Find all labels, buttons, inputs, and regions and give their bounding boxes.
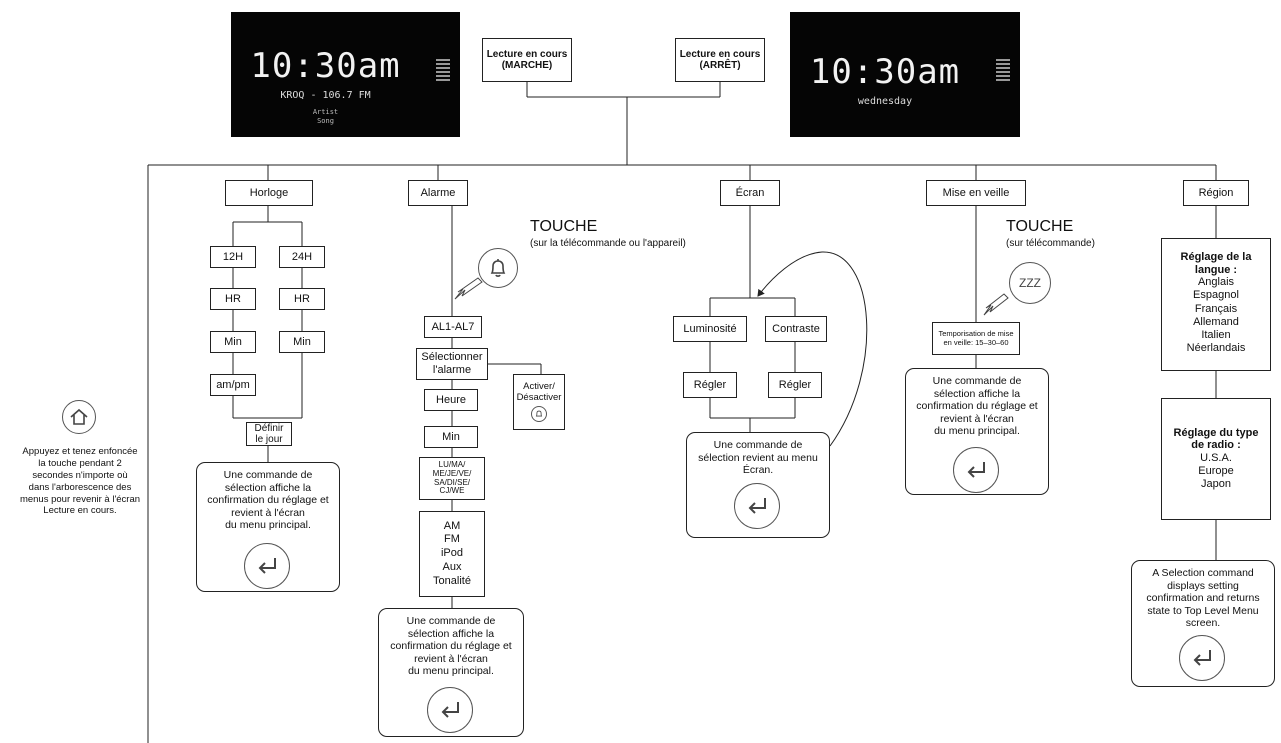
now-playing-off-box: Lecture en cours (ARRÊT) [675,38,765,82]
clock-note-text: Une commande de sélection affiche la con… [207,469,329,532]
screen-time-off: 10:30am [809,52,961,92]
clock-min-24: Min [279,331,325,353]
sleep-note-text: Une commande de sélection affiche la con… [916,375,1038,438]
clock-12h: 12H [210,246,256,268]
sleep-button-title: TOUCHE [1006,218,1074,235]
menu-clock: Horloge [225,180,313,206]
region-radio-title: Réglage du type de radio : [1173,426,1259,452]
screen-side-icons [436,57,450,83]
sleep-button-sub: (sur télécommande) [1006,238,1095,249]
screen-note: Une commande de sélection revient au men… [686,432,830,538]
return-icon[interactable] [244,543,290,589]
alarm-note: Une commande de sélection affiche la con… [378,608,524,737]
clock-note: Une commande de sélection affiche la con… [196,462,340,592]
screen-note-text: Une commande de sélection revient au men… [698,439,818,477]
alarm-sources: AM FM iPod Aux Tonalité [419,511,485,597]
clock-min-12: Min [210,331,256,353]
screen-side-icons-off [996,57,1010,83]
region-language: Réglage de la langue : Anglais Espagnol … [1161,238,1271,371]
screen-contrast: Contraste [765,316,827,342]
alarm-toggle: Activer/ Désactiver [513,374,565,430]
region-language-list: Anglais Espagnol Français Allemand Itali… [1186,276,1246,355]
bell-icon[interactable] [478,248,518,288]
menu-region: Région [1183,180,1249,206]
menu-alarm: Alarme [408,180,468,206]
screen-day: wednesday [857,96,913,107]
screen-artist: Artist [312,108,339,116]
clock-ampm: am/pm [210,374,256,396]
return-icon[interactable] [1179,635,1225,681]
region-language-title: Réglage de la langue : [1180,251,1252,276]
screen-adjust-contrast: Régler [768,372,822,398]
screen-playing-on: 10:30am KROQ - 106.7 FM Artist Song [231,12,460,137]
return-icon[interactable] [734,483,780,529]
alarm-button-sub: (sur la télécommande ou l'appareil) [530,238,686,249]
zzz-label: ZZZ [1019,276,1041,290]
screen-song: Song [317,117,334,125]
clock-set-day: Définir le jour [246,422,292,446]
alarm-days: LU/MA/ ME/JE/VE/ SA/DI/SE/ CJ/WE [419,457,485,500]
home-icon[interactable] [62,400,96,434]
alarm-hour: Heure [424,389,478,411]
screen-brightness: Luminosité [673,316,747,342]
menu-sleep: Mise en veille [926,180,1026,206]
clock-hr-24: HR [279,288,325,310]
region-radio: Réglage du type de radio : U.S.A. Europe… [1161,398,1271,520]
now-playing-on-box: Lecture en cours (MARCHE) [482,38,572,82]
screen-adjust-brightness: Régler [683,372,737,398]
menu-screen: Écran [720,180,780,206]
clock-hr-12: HR [210,288,256,310]
sleep-note: Une commande de sélection affiche la con… [905,368,1049,495]
alarm-range: AL1-AL7 [424,316,482,338]
screen-station: KROQ - 106.7 FM [280,90,371,101]
screen-time: 10:30am [250,46,401,86]
return-icon[interactable] [427,687,473,733]
home-note: Appuyez et tenez enfoncée la touche pend… [19,446,141,517]
screen-playing-off: 10:30am wednesday [790,12,1020,137]
alarm-min: Min [424,426,478,448]
alarm-note-text: Une commande de sélection affiche la con… [390,615,512,678]
alarm-toggle-label: Activer/ Désactiver [516,380,562,403]
alarm-button-title: TOUCHE [530,218,598,235]
sleep-timer: Temporisation de mise en veille: 15–30–6… [932,322,1020,355]
zzz-icon[interactable]: ZZZ [1009,262,1051,304]
region-note: A Selection command displays setting con… [1131,560,1275,687]
return-icon[interactable] [953,447,999,493]
region-note-text: A Selection command displays setting con… [1146,567,1260,630]
small-bell-icon [531,406,547,423]
region-radio-list: U.S.A. Europe Japon [1198,451,1234,491]
clock-24h: 24H [279,246,325,268]
alarm-select: Sélectionner l'alarme [416,348,488,380]
